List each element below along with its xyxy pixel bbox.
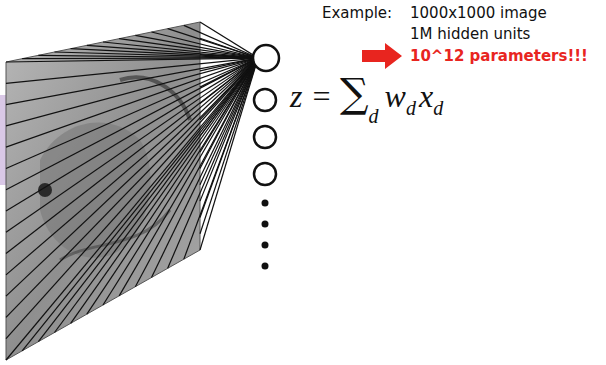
ellipsis-dot [262, 200, 269, 207]
formula-symbol: x [419, 80, 433, 112]
connection-line [87, 58, 258, 314]
connection-line [200, 58, 258, 234]
connection-line [6, 58, 258, 317]
connection-line [152, 58, 259, 278]
connection-line [6, 58, 258, 296]
connection-line [119, 58, 258, 296]
connection-line [168, 58, 258, 268]
ellipsis-dot [262, 263, 269, 270]
hidden-unit [254, 163, 276, 185]
ellipsis-dot [262, 221, 269, 228]
connection-line [184, 58, 258, 259]
formula-symbol: = [310, 80, 332, 112]
connection-line [200, 58, 258, 250]
connection-line [22, 58, 258, 351]
connection-line [103, 58, 258, 305]
formula-subscript: d [433, 98, 443, 118]
connection-line [55, 58, 259, 333]
connection-line [6, 58, 258, 339]
hidden-units-label: 1M hidden units [410, 27, 530, 42]
formula-subscript: d [369, 106, 379, 126]
sum-symbol: ∑ [340, 73, 369, 113]
connection-line [6, 58, 258, 254]
parameter-count: 10^12 parameters!!! [410, 49, 588, 64]
connection-line [71, 58, 258, 323]
formula-subscript: d [406, 98, 416, 118]
hidden-unit [254, 89, 276, 111]
hidden-unit [253, 45, 279, 71]
hidden-unit [254, 126, 276, 148]
connection-line [135, 58, 258, 287]
image-size-label: 1000x1000 image [410, 6, 547, 21]
example-label: Example: [322, 6, 392, 21]
formula-symbol: w [385, 80, 406, 112]
connection-line [168, 29, 258, 58]
connection-line [6, 58, 258, 83]
connection-line [6, 58, 258, 275]
connection-line [135, 35, 258, 58]
connection-line [184, 25, 258, 58]
connection-line [38, 58, 258, 342]
connection-line [152, 32, 259, 58]
connection-line [6, 58, 258, 126]
connection-line [6, 58, 258, 360]
ellipsis-dot [262, 242, 269, 249]
formula-symbol: z [290, 80, 302, 112]
red-arrow [362, 43, 402, 69]
